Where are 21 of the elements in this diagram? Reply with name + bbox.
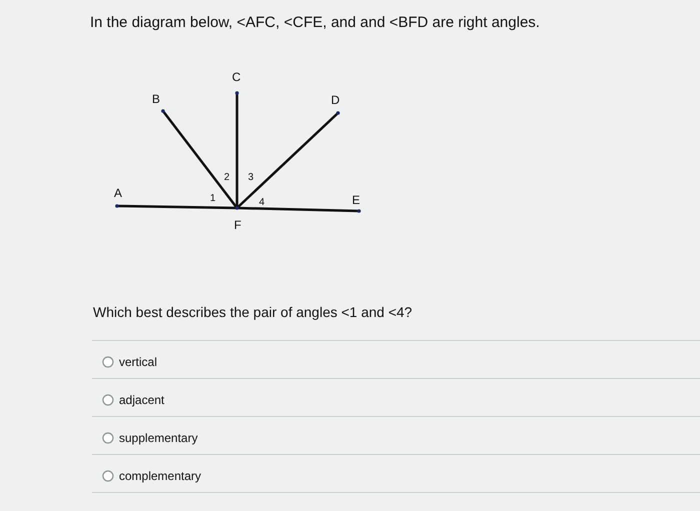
answer-option: vertical	[119, 355, 158, 369]
point-label: C	[232, 70, 241, 84]
point-label: A	[114, 186, 122, 200]
heading: In the diagram below, <AFC, <CFE, and and <BFD are right angles.	[90, 14, 540, 31]
point-label: E	[352, 193, 360, 207]
answer-option: supplementary	[119, 431, 198, 445]
angle-number: 2	[224, 172, 230, 184]
angle-number: 1	[210, 193, 216, 205]
point-label: D	[331, 93, 340, 107]
question-text: Which best describes the pair of angles <1 and <4?	[93, 304, 412, 320]
angle-number: 3	[248, 172, 254, 184]
ray-line	[116, 204, 238, 210]
angle-number: 4	[259, 197, 265, 209]
ray-line	[236, 93, 238, 208]
point-label: B	[152, 92, 160, 106]
answer-option: adjacent	[119, 393, 164, 407]
ray-line	[162, 110, 238, 209]
answer-option: complementary	[119, 469, 202, 483]
ray-line	[236, 112, 339, 209]
point-label: F	[234, 218, 242, 232]
ray-line	[236, 206, 360, 212]
